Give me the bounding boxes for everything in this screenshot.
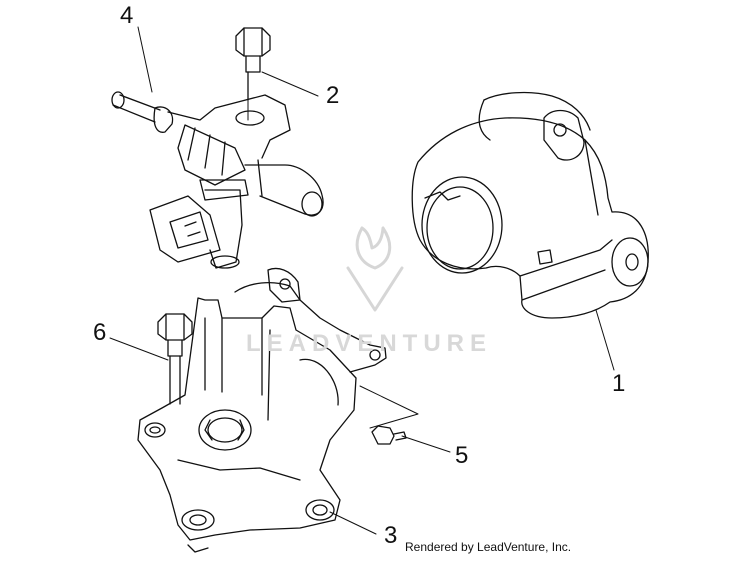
callout-1: 1 — [612, 370, 626, 397]
part-5-bolt — [371, 425, 407, 445]
credit-text: Rendered by LeadVenture, Inc. — [405, 540, 572, 554]
callout-6: 6 — [93, 319, 107, 346]
watermark-logo — [346, 226, 404, 312]
leader-lines — [109, 26, 615, 535]
part-3-manifold — [137, 267, 387, 553]
callout-5: 5 — [455, 442, 469, 469]
watermark-text: LEADVENTURE — [246, 330, 493, 357]
callout-2: 2 — [326, 82, 340, 109]
callout-4: 4 — [120, 2, 134, 29]
part-6-bolt — [157, 313, 193, 405]
part-2-bolt — [235, 27, 271, 101]
callout-3: 3 — [384, 522, 398, 549]
part-1-throttle-body — [411, 91, 649, 319]
part-4-fuel-injector — [111, 91, 324, 269]
